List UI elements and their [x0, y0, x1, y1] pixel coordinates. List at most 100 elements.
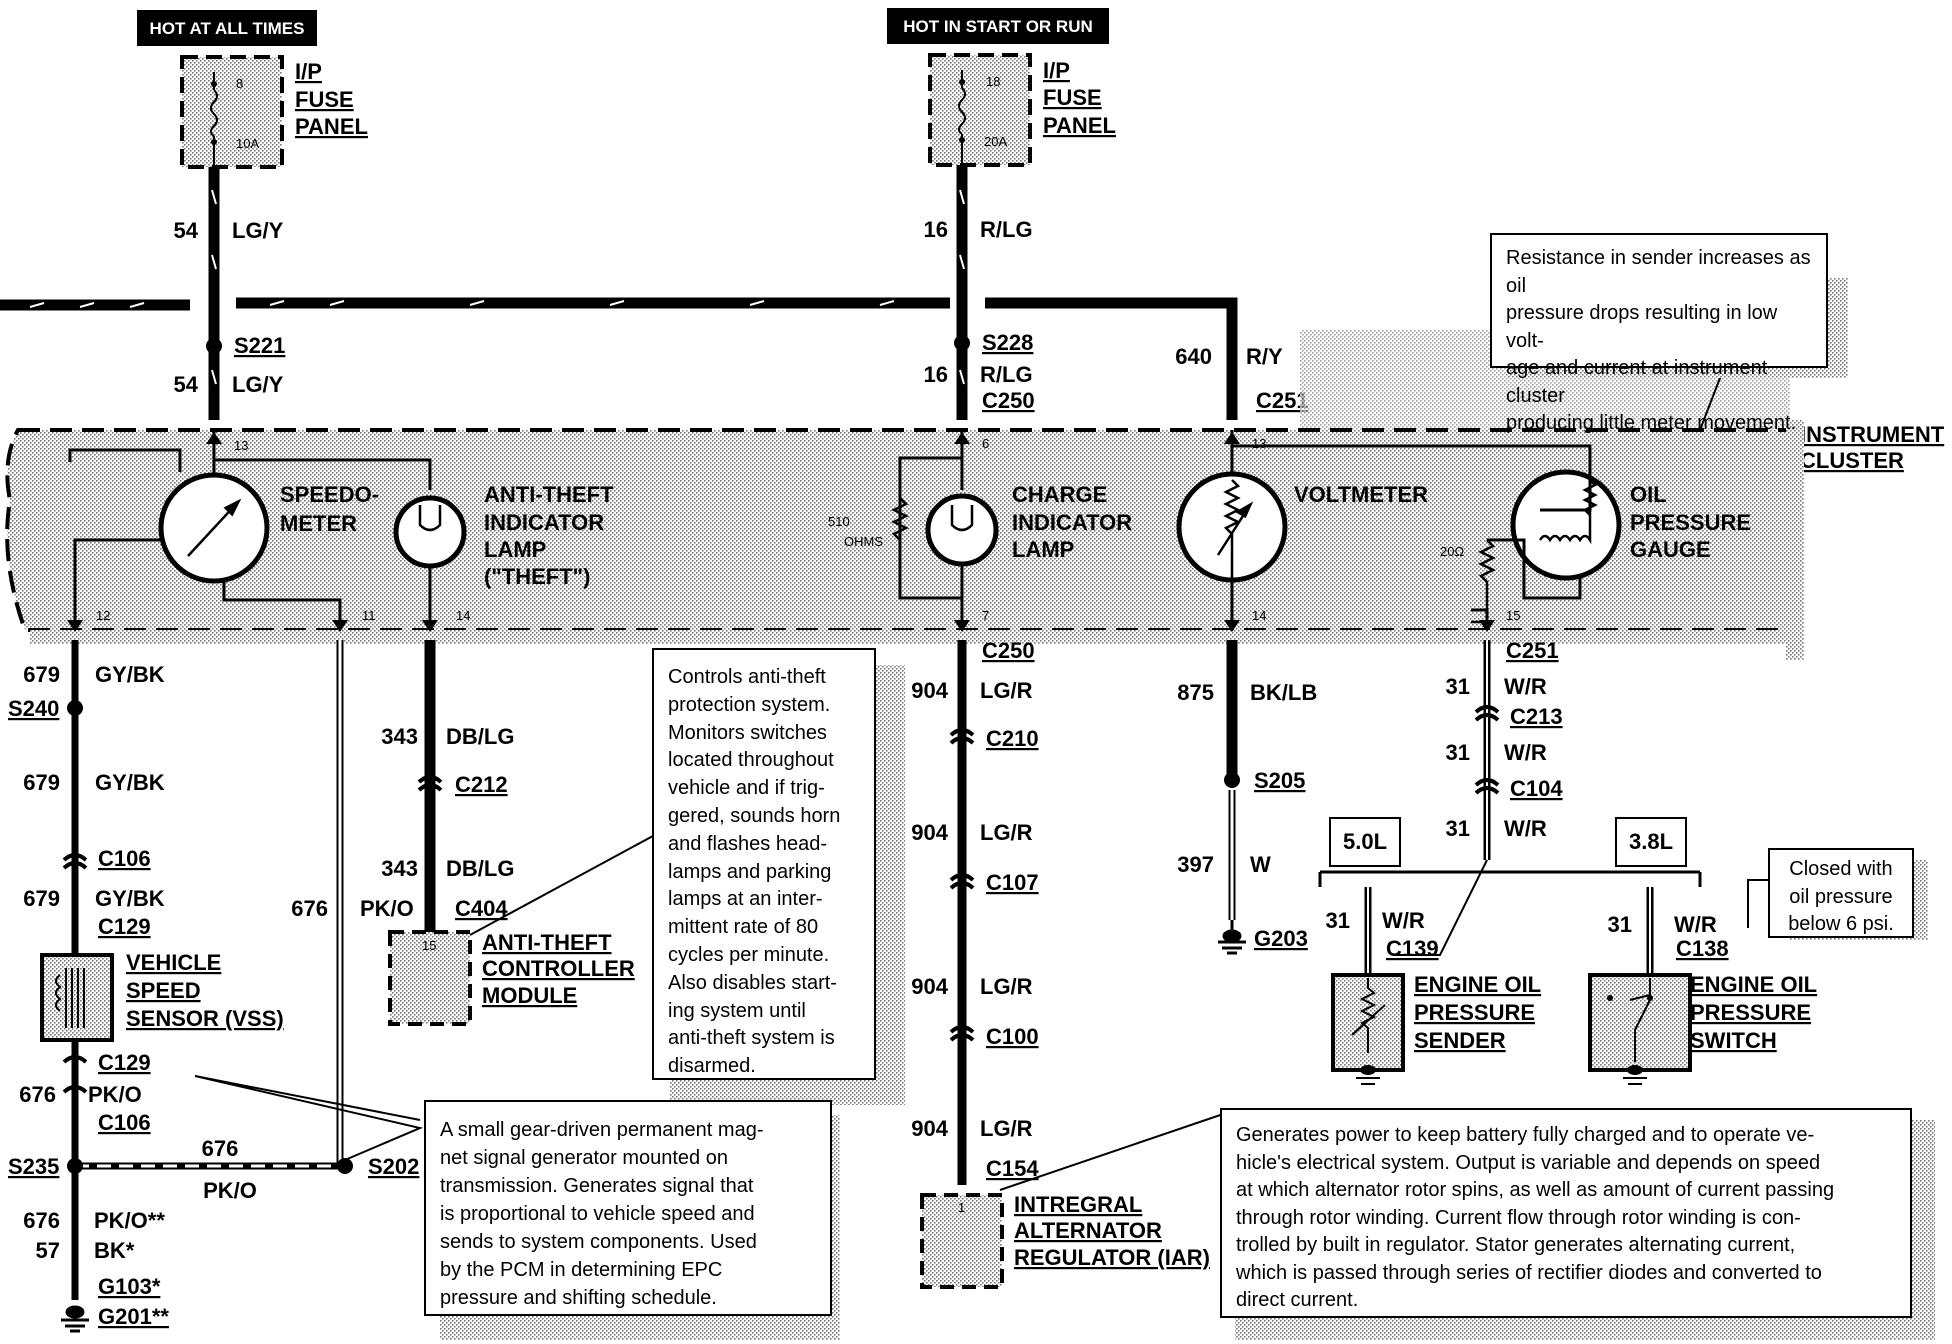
pin-13a: 13	[234, 438, 248, 453]
svg-text:G103*: G103*	[98, 1274, 161, 1299]
svg-text:GY/BK: GY/BK	[95, 662, 165, 687]
svg-text:15: 15	[422, 938, 436, 953]
svg-text:16: 16	[924, 362, 948, 387]
svg-text:C104: C104	[1510, 776, 1563, 801]
svg-text:ANTI-THEFT: ANTI-THEFT	[482, 930, 612, 955]
splice-s221: S221	[206, 333, 285, 358]
svg-text:I/P: I/P	[1043, 58, 1070, 83]
svg-text:S205: S205	[1254, 768, 1305, 793]
svg-text:GY/BK: GY/BK	[95, 886, 165, 911]
svg-text:SPEEDO-: SPEEDO-	[280, 482, 379, 507]
svg-text:54: 54	[174, 372, 199, 397]
svg-text:343: 343	[381, 724, 418, 749]
svg-text:PRESSURE: PRESSURE	[1690, 1000, 1811, 1025]
fuse-icon	[210, 89, 218, 137]
svg-text:DB/LG: DB/LG	[446, 724, 514, 749]
svg-text:1: 1	[958, 1200, 965, 1215]
svg-text:PK/O: PK/O	[88, 1082, 142, 1107]
note-anti-theft: Controls anti-theft protection system. M…	[652, 648, 876, 1080]
svg-text:LAMP: LAMP	[1012, 537, 1074, 562]
hot-in-start-or-run-header: HOT IN START OR RUN	[887, 8, 1109, 44]
ground-icon	[61, 920, 1246, 1333]
svg-text:679: 679	[23, 770, 60, 795]
svg-text:31: 31	[1446, 740, 1470, 765]
svg-text:875: 875	[1177, 680, 1214, 705]
cluster-shadow	[30, 420, 1804, 660]
power-wires	[0, 165, 1238, 420]
svg-text:W/R: W/R	[1674, 912, 1717, 937]
svg-text:31: 31	[1446, 816, 1470, 841]
svg-text:904: 904	[911, 678, 948, 703]
note-alternator: Generates power to keep battery fully ch…	[1220, 1108, 1912, 1318]
svg-text:C129: C129	[98, 914, 151, 939]
voltmeter: VOLTMETER	[1176, 430, 1592, 625]
svg-text:W/R: W/R	[1504, 740, 1547, 765]
svg-text:GAUGE: GAUGE	[1630, 537, 1711, 562]
svg-text:C139: C139	[1386, 936, 1439, 961]
svg-text:LG/Y: LG/Y	[232, 218, 284, 243]
svg-text:LG/R: LG/R	[980, 1116, 1033, 1141]
svg-text:W/R: W/R	[1504, 816, 1547, 841]
svg-text:INTREGRAL: INTREGRAL	[1014, 1192, 1142, 1217]
svg-text:W/R: W/R	[1504, 674, 1547, 699]
svg-text:W: W	[1250, 852, 1271, 877]
svg-text:R/LG: R/LG	[980, 362, 1033, 387]
svg-text:PK/O**: PK/O**	[94, 1208, 165, 1233]
note-oil-sender: Resistance in sender increases as oil pr…	[1490, 233, 1828, 434]
ground-g203: G203	[1254, 926, 1308, 951]
svg-text:C106: C106	[98, 846, 151, 871]
svg-text:INSTRUMENT: INSTRUMENT	[1800, 422, 1945, 447]
fuse-panel-left: 8 10A I/P FUSE PANEL	[180, 55, 368, 169]
svg-text:31: 31	[1608, 912, 1632, 937]
svg-text:904: 904	[911, 974, 948, 999]
svg-text:DB/LG: DB/LG	[446, 856, 514, 881]
svg-text:ENGINE OIL: ENGINE OIL	[1690, 972, 1817, 997]
svg-text:ALTERNATOR: ALTERNATOR	[1014, 1218, 1162, 1243]
vehicle-speed-sensor: VEHICLE SPEED SENSOR (VSS)	[40, 950, 284, 1042]
svg-text:SPEED: SPEED	[126, 978, 201, 1003]
svg-text:SENDER: SENDER	[1414, 1028, 1506, 1053]
svg-text:SENSOR (VSS): SENSOR (VSS)	[126, 1006, 284, 1031]
svg-text:C154: C154	[986, 1156, 1039, 1181]
svg-text:ENGINE OIL: ENGINE OIL	[1414, 972, 1541, 997]
svg-text:BK*: BK*	[94, 1238, 135, 1263]
svg-text:PRESSURE: PRESSURE	[1630, 510, 1751, 535]
fuse-panel-right: 18 20A I/P FUSE PANEL	[928, 53, 1116, 167]
svg-text:CHARGE: CHARGE	[1012, 482, 1107, 507]
pin-7: 7	[982, 608, 989, 623]
pin-15: 15	[1506, 608, 1520, 623]
svg-text:343: 343	[381, 856, 418, 881]
splice-s240: S240	[8, 696, 83, 721]
charge-indicator-lamp: 510 OHMS CHARGE INDICATOR LAMP	[828, 430, 1132, 625]
svg-text:3.8L: 3.8L	[1629, 829, 1673, 854]
svg-text:MODULE: MODULE	[482, 983, 577, 1008]
svg-text:PANEL: PANEL	[1043, 113, 1116, 138]
note-vss: A small gear-driven permanent mag- net s…	[424, 1100, 832, 1316]
svg-text:BK/LB: BK/LB	[1250, 680, 1317, 705]
engine-oil-pressure-sender: ENGINE OIL PRESSURE SENDER	[1331, 972, 1541, 1085]
svg-text:640: 640	[1175, 344, 1212, 369]
svg-text:510: 510	[828, 514, 850, 529]
svg-text:LG/R: LG/R	[980, 974, 1033, 999]
pin-13b: 13	[1252, 436, 1266, 451]
svg-text:C250: C250	[982, 638, 1035, 663]
pin-6: 6	[982, 436, 989, 451]
svg-text:HOT IN START OR RUN: HOT IN START OR RUN	[903, 17, 1093, 36]
svg-text:18: 18	[986, 74, 1000, 89]
svg-text:G201**: G201**	[98, 1304, 169, 1329]
anti-theft-controller-module: 15 ANTI-THEFT CONTROLLER MODULE	[388, 930, 635, 1026]
svg-text:57: 57	[36, 1238, 60, 1263]
svg-text:679: 679	[23, 886, 60, 911]
svg-text:PANEL: PANEL	[295, 114, 368, 139]
svg-text:54: 54	[174, 218, 199, 243]
engine-oil-pressure-switch: ENGINE OIL PRESSURE SWITCH	[1588, 972, 1817, 1085]
pin-12: 12	[96, 608, 110, 623]
bottom-wire-labels: 679 GY/BK 679 GY/BK C106 679 GY/BK C129 …	[19, 638, 1728, 1329]
svg-text:S202: S202	[368, 1154, 419, 1179]
svg-text:C106: C106	[98, 1110, 151, 1135]
svg-text:5.0L: 5.0L	[1343, 829, 1387, 854]
svg-text:("THEFT"): ("THEFT")	[484, 564, 590, 589]
svg-text:C212: C212	[455, 772, 508, 797]
svg-text:R/Y: R/Y	[1246, 344, 1283, 369]
svg-text:HOT AT ALL TIMES: HOT AT ALL TIMES	[150, 19, 305, 38]
